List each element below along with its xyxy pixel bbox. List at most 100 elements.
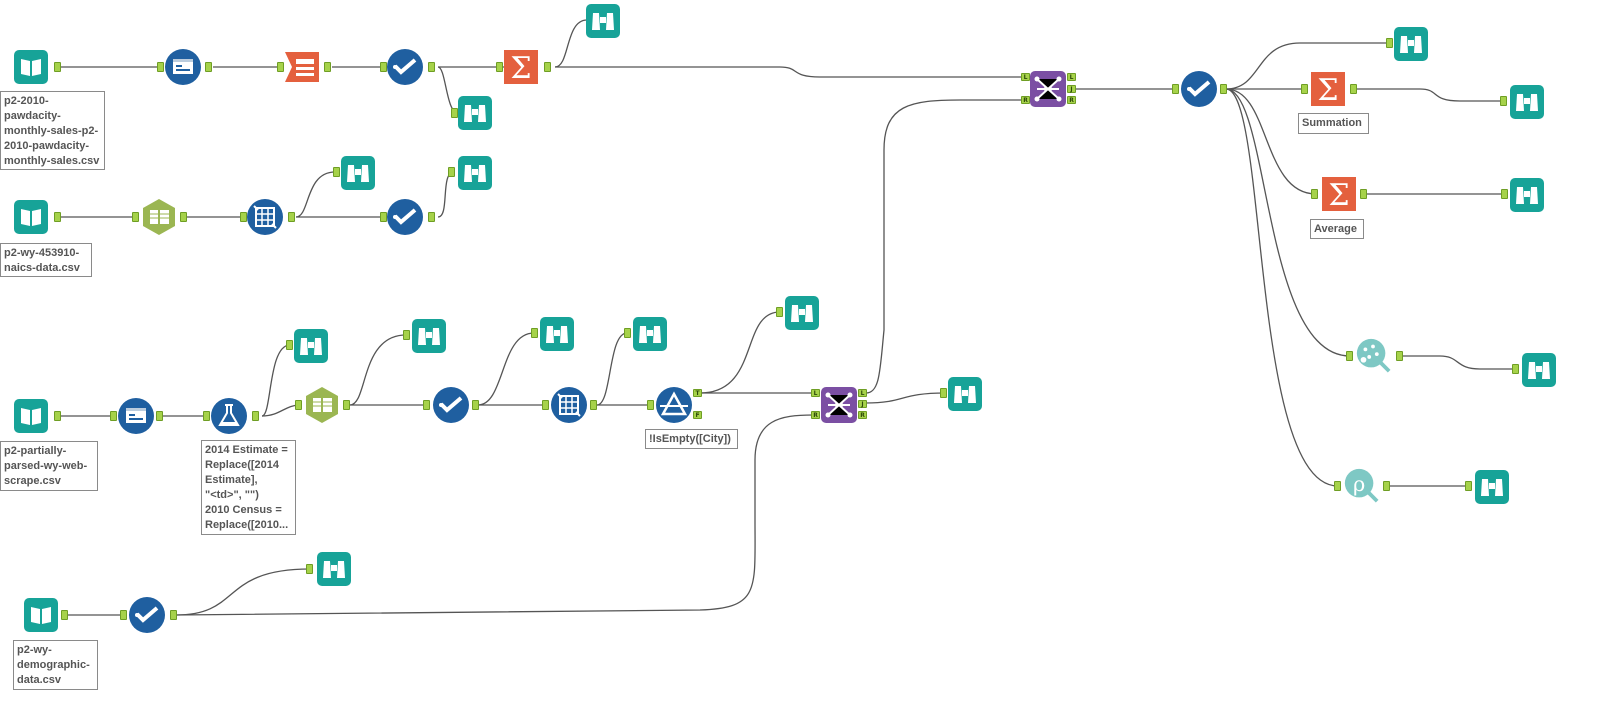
input-port[interactable] <box>496 62 503 72</box>
output-port[interactable] <box>1360 189 1367 199</box>
input-port[interactable] <box>1346 351 1353 361</box>
input-port[interactable] <box>531 328 538 338</box>
left-input-port[interactable]: L <box>811 389 820 397</box>
input-port[interactable] <box>306 564 313 574</box>
browse-tool[interactable] <box>946 375 984 413</box>
join-tool-2[interactable] <box>820 386 858 424</box>
data-cleansing-tool-1[interactable] <box>246 198 284 236</box>
input-port[interactable] <box>380 62 387 72</box>
output-port[interactable] <box>472 400 479 410</box>
input-port[interactable] <box>647 400 654 410</box>
output-port[interactable] <box>288 212 295 222</box>
input-port[interactable] <box>203 411 210 421</box>
true-output-port[interactable]: T <box>693 389 702 397</box>
input-port[interactable] <box>1172 84 1179 94</box>
browse-tool[interactable] <box>584 2 622 40</box>
filter-tool-4[interactable] <box>128 596 166 634</box>
output-port[interactable] <box>1396 351 1403 361</box>
input-port[interactable] <box>1334 481 1341 491</box>
right-output-port[interactable]: R <box>1067 96 1076 104</box>
summarize-tool-1[interactable]: Σ <box>502 48 540 86</box>
output-port[interactable] <box>324 62 331 72</box>
output-port[interactable] <box>343 400 350 410</box>
input-port[interactable] <box>1512 364 1519 374</box>
text-to-columns-tool-1[interactable] <box>140 198 178 236</box>
output-port[interactable] <box>54 411 61 421</box>
browse-tool[interactable] <box>538 315 576 353</box>
browse-tool[interactable] <box>456 94 494 132</box>
input-port[interactable] <box>1465 481 1472 491</box>
output-port[interactable] <box>428 62 435 72</box>
filter-tool-1[interactable] <box>386 48 424 86</box>
join-tool-1[interactable] <box>1029 70 1067 108</box>
input-data-tool-demographic[interactable] <box>22 596 60 634</box>
input-port[interactable] <box>1386 38 1393 48</box>
input-data-tool-monthly-sales[interactable] <box>12 48 50 86</box>
output-port[interactable] <box>1220 84 1227 94</box>
input-data-tool-naics[interactable] <box>12 198 50 236</box>
cross-tab-tool[interactable] <box>283 48 321 86</box>
text-to-columns-tool-2[interactable] <box>303 386 341 424</box>
input-port[interactable] <box>940 388 947 398</box>
browse-tool[interactable] <box>631 315 669 353</box>
output-port[interactable] <box>252 411 259 421</box>
output-port[interactable] <box>170 610 177 620</box>
input-port[interactable] <box>240 212 247 222</box>
input-port[interactable] <box>1500 96 1507 106</box>
input-data-tool-web-scrape[interactable] <box>12 397 50 435</box>
browse-tool[interactable] <box>1520 351 1558 389</box>
input-port[interactable] <box>1301 84 1308 94</box>
summarize-tool-average[interactable]: Σ <box>1320 175 1358 213</box>
browse-tool[interactable] <box>783 294 821 332</box>
left-output-port[interactable]: L <box>858 389 867 397</box>
select-tool-2[interactable] <box>117 397 155 435</box>
input-port[interactable] <box>624 328 631 338</box>
data-cleansing-tool-2[interactable] <box>550 386 588 424</box>
input-port[interactable] <box>157 62 164 72</box>
output-port[interactable] <box>205 62 212 72</box>
input-port[interactable] <box>403 330 410 340</box>
input-port[interactable] <box>333 167 340 177</box>
summarize-tool-summation[interactable]: Σ <box>1309 70 1347 108</box>
browse-tool[interactable] <box>410 317 448 355</box>
output-port[interactable] <box>156 411 163 421</box>
false-output-port[interactable]: F <box>693 411 702 419</box>
input-port[interactable] <box>1311 189 1318 199</box>
input-port[interactable] <box>277 62 284 72</box>
browse-tool[interactable] <box>456 154 494 192</box>
input-port[interactable] <box>451 108 458 118</box>
right-output-port[interactable]: R <box>858 411 867 419</box>
browse-tool[interactable] <box>1508 176 1546 214</box>
input-port[interactable] <box>110 411 117 421</box>
select-tool-1[interactable] <box>164 48 202 86</box>
output-port[interactable] <box>590 400 597 410</box>
filter-tool-2[interactable] <box>386 198 424 236</box>
input-port[interactable] <box>1501 189 1508 199</box>
input-port[interactable] <box>423 400 430 410</box>
input-port[interactable] <box>776 307 783 317</box>
browse-tool[interactable] <box>1473 468 1511 506</box>
browse-tool[interactable] <box>339 154 377 192</box>
join-output-port[interactable]: J <box>1067 85 1076 93</box>
input-port[interactable] <box>542 400 549 410</box>
input-port[interactable] <box>448 167 455 177</box>
output-port[interactable] <box>61 610 68 620</box>
input-port[interactable] <box>286 340 293 350</box>
input-port[interactable] <box>380 212 387 222</box>
filter-tool-isempty[interactable] <box>655 386 693 424</box>
input-port[interactable] <box>120 610 127 620</box>
output-port[interactable] <box>54 212 61 222</box>
output-port[interactable] <box>180 212 187 222</box>
right-input-port[interactable]: R <box>811 411 820 419</box>
input-port[interactable] <box>295 400 302 410</box>
join-output-port[interactable]: J <box>858 400 867 408</box>
browse-tool[interactable] <box>292 327 330 365</box>
output-port[interactable] <box>1383 481 1390 491</box>
input-port[interactable] <box>132 212 139 222</box>
formula-tool[interactable] <box>210 397 248 435</box>
scatterplot-tool[interactable] <box>1354 337 1392 375</box>
browse-tool[interactable] <box>1508 83 1546 121</box>
filter-tool-3[interactable] <box>432 386 470 424</box>
pearson-correlation-tool[interactable]: ρ <box>1342 467 1380 505</box>
